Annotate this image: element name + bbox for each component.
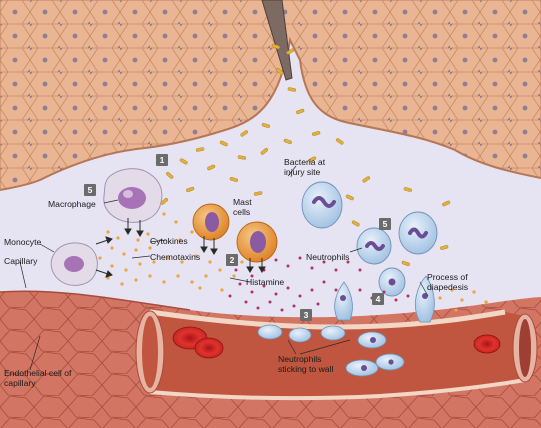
- needle-icon: [261, 0, 293, 81]
- step-badge-5b: 5: [379, 218, 391, 230]
- label-capillary: Capillary: [4, 256, 38, 266]
- label-cytokines: Cytokines: [150, 236, 188, 246]
- step-badge-2: 2: [226, 254, 238, 266]
- diapedesis-neutrophils: [334, 275, 435, 323]
- label-neutrophils: Neutrophils: [306, 252, 350, 262]
- leader-lines: [19, 165, 429, 371]
- label-histamine: Histamine: [246, 277, 285, 287]
- neutrophils-sticking: [257, 324, 405, 377]
- arrows: [95, 218, 266, 278]
- red-blood-cells: [172, 326, 501, 359]
- label-diapedesis: Process of diapedesis: [427, 272, 469, 292]
- monocyte-cell: [50, 242, 98, 286]
- step-badge-1: 1: [156, 154, 168, 166]
- bacteria: [160, 43, 451, 267]
- step-badge-3: 3: [300, 309, 312, 321]
- mast-cells: [192, 203, 278, 263]
- neutrophils-tissue: [301, 181, 438, 297]
- label-sticking: Neutrophils sticking to wall: [278, 354, 334, 374]
- label-mast-cells: Mast cells: [233, 197, 252, 217]
- label-endothelial: Endothelial cell of capillary: [4, 368, 72, 388]
- label-monocyte: Monocyte: [4, 237, 42, 247]
- label-bacteria: Bacteria at injury site: [284, 157, 326, 177]
- step-badge-5a: 5: [84, 184, 96, 196]
- label-chemotaxins: Chemotaxins: [150, 252, 201, 262]
- step-badge-4: 4: [372, 293, 384, 305]
- capillary-vessel: [0, 290, 541, 428]
- label-macrophage: Macrophage: [48, 199, 96, 209]
- macrophage-cell: [103, 168, 163, 223]
